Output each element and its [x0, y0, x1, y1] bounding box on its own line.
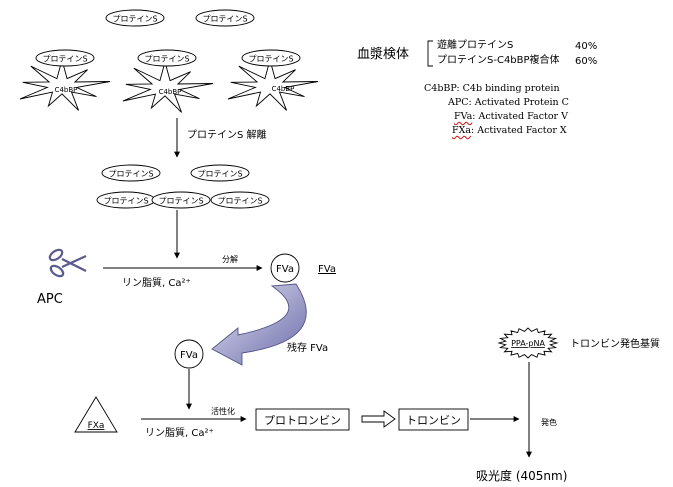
abbr-c4bbp: C4bBP: C4b binding protein [424, 83, 560, 94]
abbr-fxa-term: FXa [452, 125, 472, 136]
free-protein-s-oval: プロテインS [105, 9, 165, 27]
bound-complex-label: プロテインS-C4bBP複合体 [437, 55, 560, 66]
free-protein-s-label: 遊離プロテインS [437, 40, 514, 51]
phospholipid-ca-label-2: リン脂質, Ca²⁺ [145, 426, 214, 439]
degraded-fva-label: FVa [318, 264, 336, 275]
protein-s-label: プロテインS [197, 170, 242, 179]
phospholipid-ca-label: リン脂質, Ca²⁺ [122, 276, 191, 289]
residual-fva-circle [174, 339, 204, 369]
protein-s-label: プロテインS [144, 55, 189, 64]
substrate-label: PPA-pNA [511, 339, 545, 348]
fva-label: FVa [180, 350, 198, 361]
scissors-icon [48, 248, 87, 278]
residual-fva-curved-arrow [211, 283, 307, 366]
apc-label: APC [37, 292, 63, 307]
absorbance-label: 吸光度 (405nm) [476, 468, 567, 483]
free-protein-s-oval: プロテインS [195, 9, 255, 27]
plasma-sample-title: 血漿検体 [357, 47, 410, 62]
thrombin-substrate-label: トロンビン発色基質 [570, 337, 660, 350]
thrombin-label: トロンビン [406, 414, 461, 427]
abbr-fva: FVa: Activated Factor V [454, 112, 568, 122]
substrate-burst [497, 327, 559, 359]
protein-s-label: プロテインS [112, 15, 157, 24]
residual-fva-label: 残存 FVa [287, 341, 328, 354]
abbr-apc: APC: Activated Protein C [448, 97, 569, 108]
protein-s-label: プロテインS [217, 197, 262, 206]
c4bbp-complex: C4bBP プロテインS [19, 49, 110, 111]
c4bbp-label: C4bBP [159, 88, 182, 96]
c4bbp-complex: C4bBP プロテインS [227, 49, 318, 111]
protein-s-label: プロテインS [108, 170, 153, 179]
fva-label: FVa [276, 264, 294, 275]
protein-s-label: プロテインS [248, 55, 293, 64]
dissociation-label: プロテインS 解離 [187, 128, 267, 141]
bound-complex-pct: 60% [575, 56, 598, 67]
activation-label: 活性化 [211, 406, 235, 416]
degradation-label: 分解 [222, 254, 238, 264]
fxa-label: FXa [88, 421, 105, 431]
protein-s-label: プロテインS [103, 197, 148, 206]
thrombin-box [398, 408, 469, 431]
prothrombin-box [255, 408, 350, 431]
abbr-fxa: FXa: Activated Factor X [452, 126, 567, 136]
c4bbp-label: C4bBP [55, 86, 78, 94]
plasma-sample-bracket [427, 40, 433, 67]
free-protein-s-pct: 40% [575, 41, 598, 52]
c4bbp-label: C4bBP [272, 85, 295, 93]
c4bbp-complex: C4bBP プロテインS [122, 49, 213, 113]
fva-circle [270, 253, 300, 283]
conversion-arrow [361, 410, 396, 428]
prothrombin-label: プロトロンビン [264, 414, 341, 427]
abbr-fva-term: FVa [454, 111, 473, 122]
protein-s-label: プロテインS [202, 15, 247, 24]
protein-s-label: プロテインS [158, 197, 203, 206]
fxa-triangle [74, 396, 118, 433]
abbr-fva-def: : Activated Factor V [472, 111, 568, 122]
color-development-label: 発色 [541, 417, 557, 427]
abbr-fxa-def: : Activated Factor X [471, 125, 567, 136]
protein-s-label: プロテインS [42, 55, 87, 64]
released-protein-s: プロテインS プロテインS プロテインS プロテインS プロテインS [96, 164, 270, 209]
